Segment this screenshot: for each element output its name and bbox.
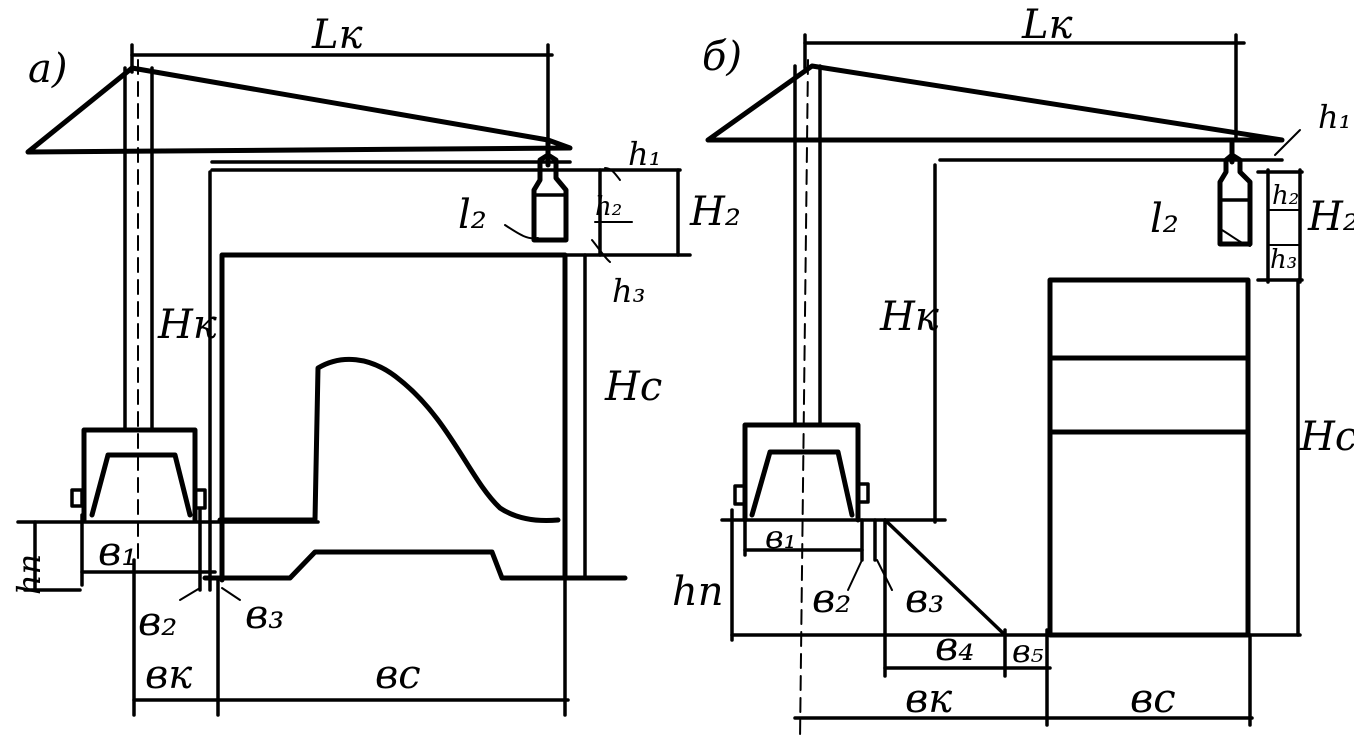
label-l2-a: l₂ bbox=[458, 192, 487, 238]
label-b4-b: в₄ bbox=[935, 624, 974, 670]
label-bk-a: вк bbox=[145, 652, 192, 698]
arch-profile-a bbox=[217, 356, 561, 523]
label-bc-b: вс bbox=[1130, 676, 1176, 722]
label-h2-a: h₂ bbox=[595, 192, 622, 222]
rail-right-a bbox=[193, 488, 207, 510]
tower-axis-b bbox=[799, 59, 809, 741]
label-b3-b: в₃ bbox=[905, 576, 944, 622]
label-h1-a: h₁ bbox=[628, 135, 661, 173]
label-h2-b: h₂ bbox=[1272, 181, 1299, 211]
label-b1-b: в₁ bbox=[765, 518, 796, 556]
panel-a: a) Lк h₁ h₂ h₃ l₂ H₂ Hк Hс hп в₁ в₂ в₃ в… bbox=[10, 12, 741, 717]
label-b5-b: в₅ bbox=[1012, 632, 1044, 670]
crane-base-a bbox=[81, 427, 198, 523]
hook-block-a bbox=[531, 137, 569, 243]
foundation-a bbox=[202, 549, 628, 581]
label-l2-b: l₂ bbox=[1150, 196, 1179, 242]
rail-right-b bbox=[856, 482, 870, 504]
crane-jib-b bbox=[705, 63, 1285, 143]
label-hc-a: Hс bbox=[604, 364, 662, 410]
label-b1-a: в₁ bbox=[98, 529, 137, 575]
label-h1-b: h₁ bbox=[1318, 98, 1351, 136]
crane-base-b bbox=[742, 422, 861, 523]
label-hk-b: Hк bbox=[879, 294, 939, 340]
leader-b2-a bbox=[179, 587, 201, 601]
hook-block-b bbox=[1217, 137, 1253, 247]
label-bk-b: вк bbox=[905, 676, 952, 722]
crane-bogie-a bbox=[89, 452, 193, 518]
label-hk-a: Hк bbox=[157, 302, 217, 348]
leader-b3-b bbox=[876, 559, 893, 591]
label-H2-b: H₂ bbox=[1307, 194, 1354, 240]
rail-left-b bbox=[733, 484, 747, 506]
label-lk-b: Lк bbox=[1021, 2, 1073, 48]
crane-bogie-b bbox=[749, 449, 855, 518]
leader-l2-a bbox=[504, 224, 539, 240]
building-b bbox=[1047, 277, 1251, 638]
panel-tag-b: б) bbox=[702, 34, 742, 80]
leader-l2-b bbox=[1221, 229, 1251, 247]
label-lk-a: Lк bbox=[311, 12, 363, 58]
label-hc-b: Hс bbox=[1299, 414, 1354, 460]
leader-b2-b bbox=[847, 559, 863, 591]
label-b3-a: в₃ bbox=[245, 592, 284, 638]
label-h3-b: h₃ bbox=[1270, 245, 1297, 275]
leader-h3-a bbox=[591, 239, 611, 263]
leader-h1-a bbox=[604, 167, 621, 181]
label-bc-a: вс bbox=[375, 652, 421, 698]
label-hn-b: hп bbox=[672, 569, 724, 615]
label-h3-a: h₃ bbox=[612, 272, 645, 310]
building-a bbox=[219, 252, 568, 583]
leader-b3-a bbox=[221, 587, 241, 601]
label-hn-a: hп bbox=[10, 554, 48, 595]
panel-tag-a: a) bbox=[28, 46, 67, 92]
label-b2-b: в₂ bbox=[812, 576, 851, 622]
crane-jib-a bbox=[25, 65, 573, 155]
label-H2-a: H₂ bbox=[689, 189, 741, 235]
leader-h1-b bbox=[1274, 129, 1301, 156]
slope-b bbox=[883, 518, 1007, 637]
label-b2-a: в₂ bbox=[138, 599, 177, 645]
rail-left-a bbox=[70, 488, 84, 508]
panel-b: б) Lк h₁ h₂ h₃ l₂ H₂ Hк Hс hп в₁ в₂ в₃ в… bbox=[672, 2, 1354, 741]
